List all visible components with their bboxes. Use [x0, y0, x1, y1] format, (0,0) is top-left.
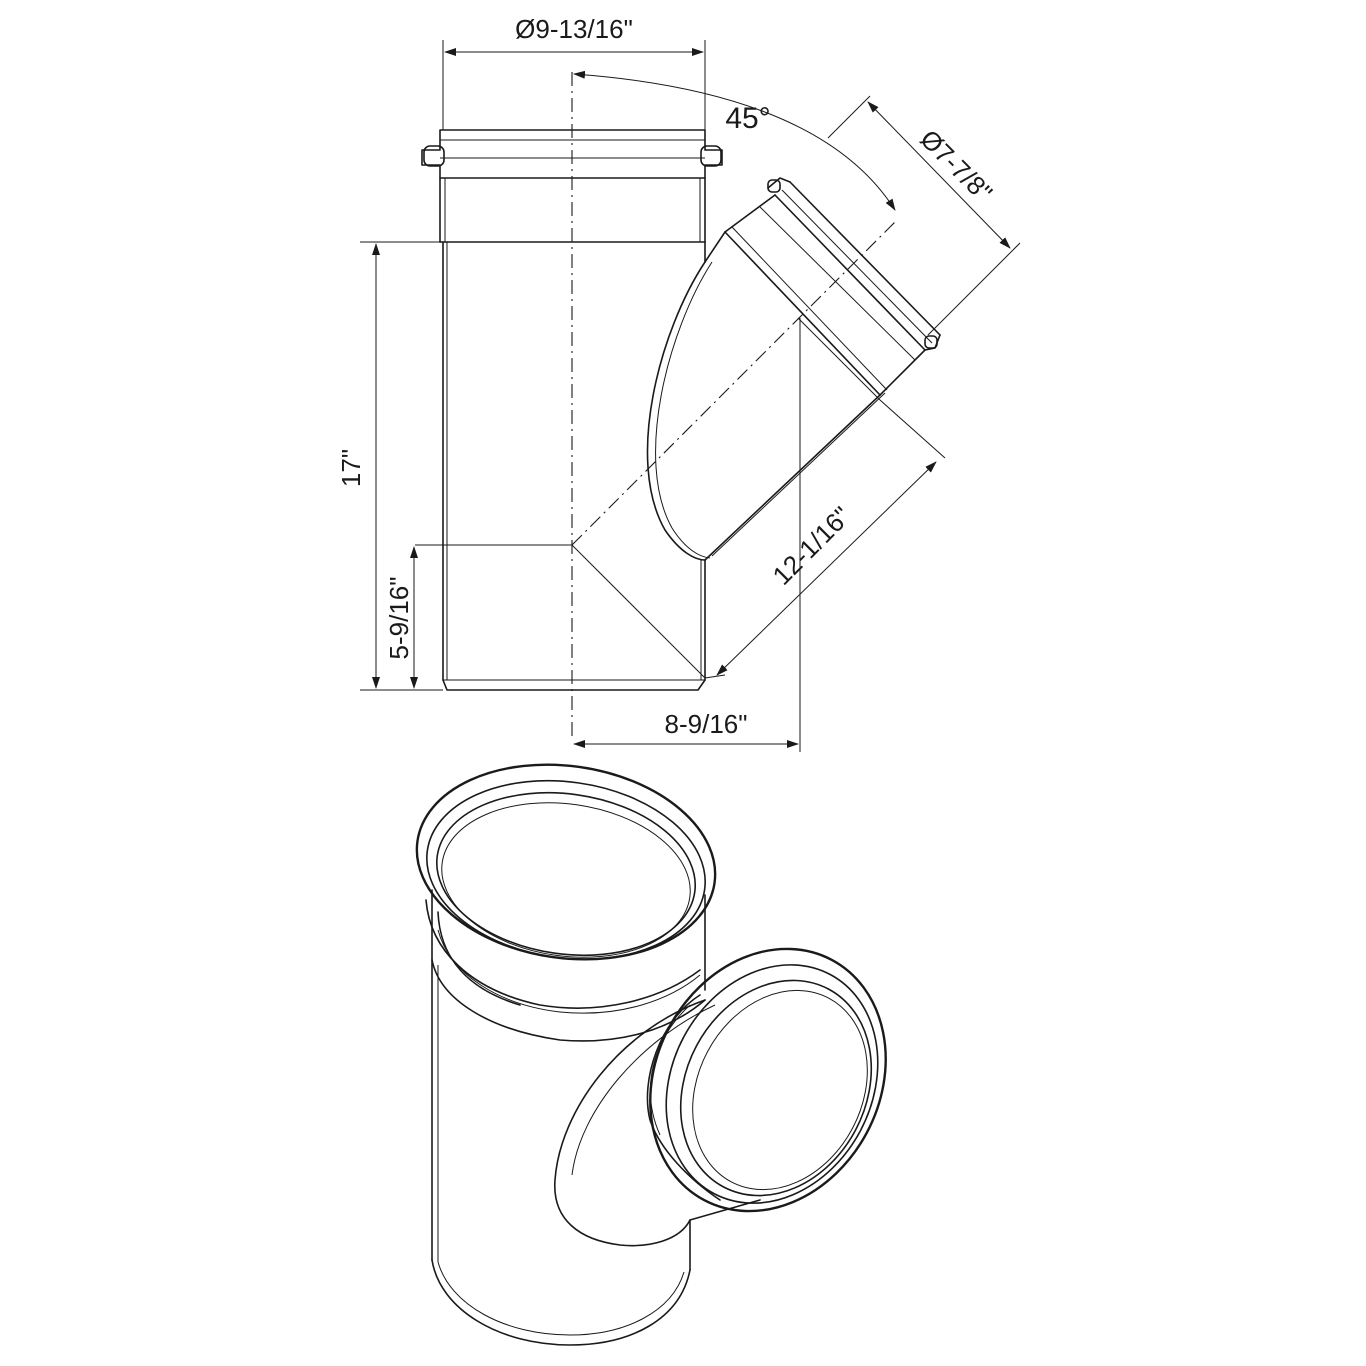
main-body — [442, 241, 706, 691]
dim-branch-diameter: Ø7-7/8" — [827, 95, 1021, 336]
dim-overall-height: 17" — [336, 243, 380, 689]
branch-axis-line — [571, 544, 706, 679]
side-view: Ø9-13/16" 45° Ø7-7/8" 17" 5-9/16" — [336, 14, 1021, 752]
angle-label: 45° — [725, 102, 770, 135]
branch-height-label: 5-9/16" — [384, 577, 414, 660]
dim-main-diameter: Ø9-13/16" — [442, 14, 706, 130]
branch-diameter-label: Ø7-7/8" — [914, 124, 998, 208]
branch-centerline — [571, 221, 896, 546]
dim-branch-offset: 8-9/16" — [573, 318, 801, 752]
branch-length-label: 12-1/16" — [767, 501, 857, 591]
dim-angle: 45° — [573, 70, 896, 211]
overall-height-label: 17" — [336, 449, 366, 487]
branch-body — [646, 177, 941, 561]
dim-branch-height: 5-9/16" — [384, 546, 418, 689]
dim-branch-length: 12-1/16" — [704, 399, 946, 679]
isometric-view — [415, 763, 887, 1346]
branch-offset-label: 8-9/16" — [665, 709, 748, 739]
main-diameter-label: Ø9-13/16" — [515, 14, 633, 44]
